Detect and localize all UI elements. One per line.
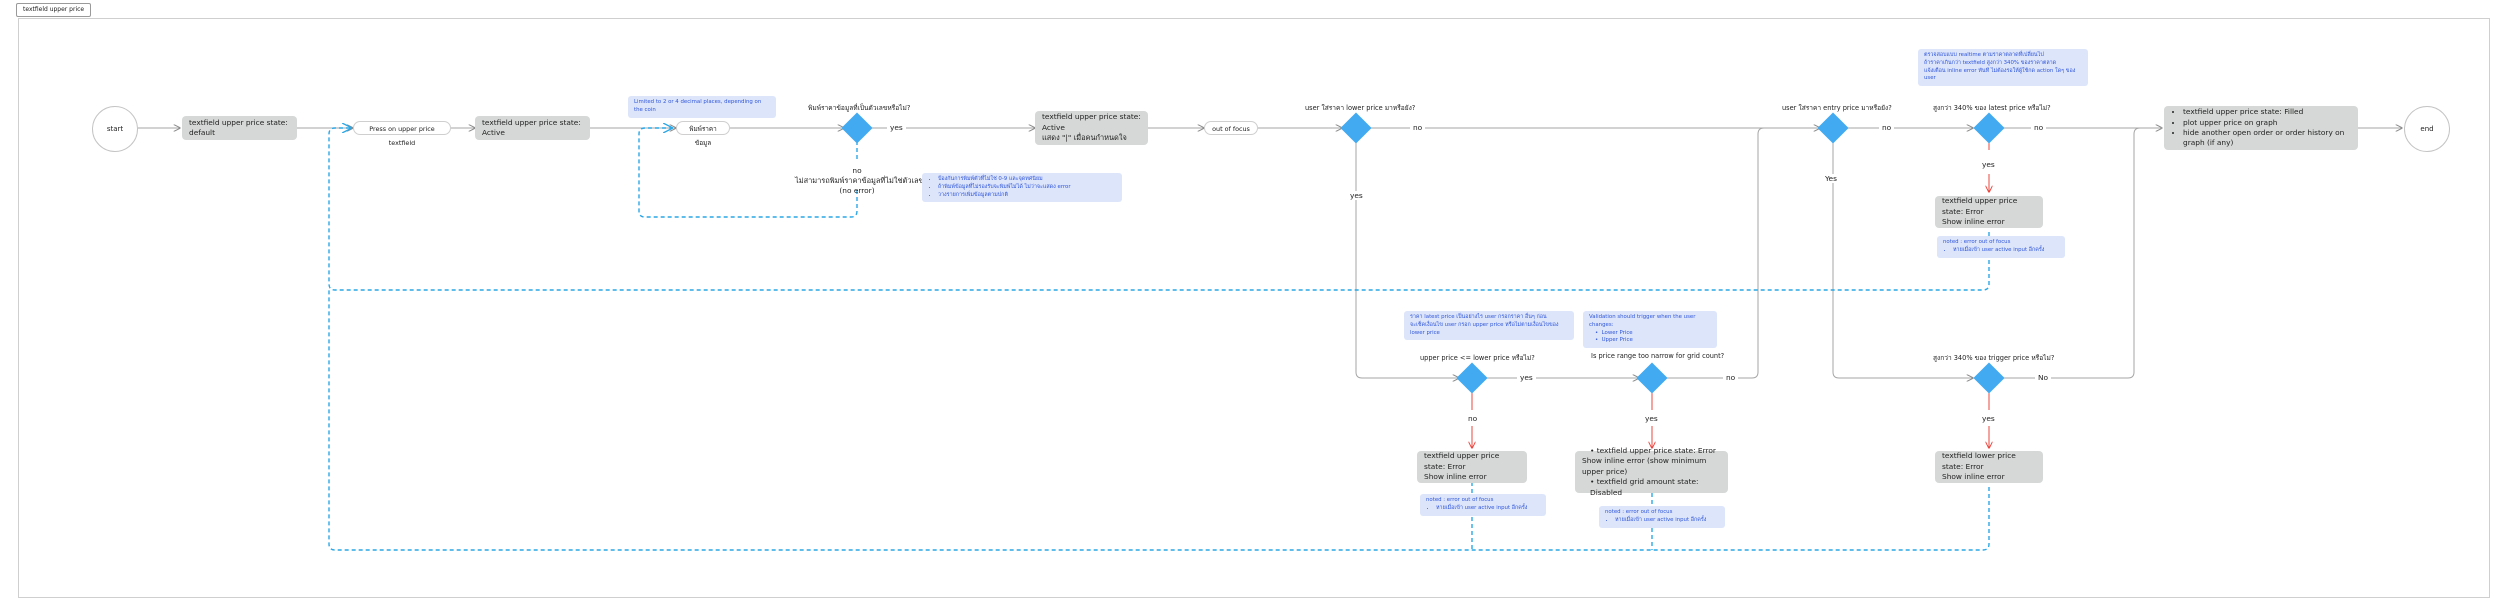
label-d1-no: no ไม่สามารถพิมพ์ราคาข้อมูลที่ไม่ใช่ตัวเ… (795, 166, 933, 196)
label-d3-no: no (1466, 414, 1480, 423)
label-d4-yes: yes (1643, 414, 1660, 423)
loop-no-numeric (638, 128, 858, 218)
label-d5-yes: Yes (1823, 174, 1839, 183)
error-range-box: • textfield upper price state: Error Sho… (1575, 446, 1728, 497)
note-compare-lower: ราคา latest price เป็นอย่างไร user กรอกร… (1404, 311, 1574, 341)
note-error-lower: noted : error out of focus หายเมื่อเข้า … (1420, 494, 1546, 516)
active-cursor-line-1: textfield upper price state: Active (1042, 112, 1141, 132)
label-d7-no: No (2035, 373, 2052, 382)
error-lower-note-title: noted : error out of focus (1426, 497, 1494, 503)
label-d7-yes: yes (1980, 414, 1997, 423)
numeric-rule-3: วางรายการเพิ่มข้อมูลตามปกติ (938, 192, 1116, 200)
label-d2-yes: yes (1348, 191, 1365, 200)
error-range-note-title: noted : error out of focus (1605, 509, 1673, 515)
active-cursor-line-2: แสดง "|" เมื่อคนกำหนดใจ (1042, 133, 1127, 143)
label-d2-no: no (1410, 123, 1426, 132)
note-realtime: ตรวจสอบแบบ realtime ตามราคาตลาดที่เปลี่ย… (1918, 49, 2088, 87)
edge-d7-filled (1999, 127, 2162, 379)
edge-d5-d7 (1832, 141, 1973, 378)
decision-entry-filled (1817, 112, 1849, 144)
press-upper-price-step: Press on upper price textfield (353, 121, 451, 147)
error-latest-line-1: textfield upper price state: Error (1942, 196, 2018, 216)
error-range-line-1: • textfield upper price state: Error (1590, 446, 1716, 456)
note-error-latest: noted : error out of focus หายเมื่อเข้า … (1937, 236, 2065, 258)
error-range-line-3: • textfield grid amount state: Disabled (1590, 477, 1699, 497)
error-trigger-line-2: Show inline error (1942, 472, 2005, 482)
validation-line-2: • Lower Price (1595, 329, 1633, 336)
label-d5-no: no (1879, 123, 1895, 132)
numeric-rule-2: ถ้าพิมพ์ข้อมูลที่ไม่รองรับจะพิมพ์ไม่ได้ … (938, 184, 1116, 192)
label-d6-no: no (2031, 123, 2047, 132)
numeric-rule-1: ป้องกันการพิมพ์ตัวที่ไม่ใช่ 0-9 และจุดทศ… (938, 176, 1116, 184)
decision-numeric (841, 112, 873, 144)
error-trigger-line-1: textfield lower price state: Error (1942, 451, 2016, 471)
realtime-line-1: ตรวจสอบแบบ realtime ตามราคาตลาดที่เปลี่ย… (1924, 52, 2044, 58)
typing-step: พิมพ์ราคาข้อมูล (676, 121, 730, 147)
compare-lower-line-1: ราคา latest price เป็นอย่างไร user กรอกร… (1410, 314, 1547, 320)
error-range-note-item: หายเมื่อเข้า user active input อีกครั้ง (1615, 517, 1719, 525)
compare-lower-line-2: จะเช็คเงื่อนไข user กรอก upper price หรื… (1410, 321, 1559, 328)
realtime-line-3: แจ้งเตือน inline error ทันที ไม่ต้องรอให… (1924, 67, 2076, 82)
error-range-line-2: Show inline error (show minimum upper pr… (1582, 456, 1707, 476)
error-latest-note-item: หายเมื่อเข้า user active input อีกครั้ง (1953, 247, 2059, 255)
decision-lower-filled (1340, 112, 1372, 144)
validation-line-1: Validation should trigger when the user … (1589, 314, 1696, 328)
edge-d2-d3 (1355, 141, 1459, 378)
frame-tab[interactable]: textfield upper price (16, 3, 92, 17)
loop-error-bottom (328, 290, 1990, 551)
note-validation: Validation should trigger when the user … (1583, 311, 1717, 349)
label-d3-yes: yes (1517, 373, 1536, 382)
no-numeric-line-2: ไม่สามารถพิมพ์ราคาข้อมูลที่ไม่ใช่ตัวเลขไ… (795, 175, 933, 185)
filled-item-3: hide another open order or order history… (2183, 128, 2351, 149)
cond-entry-filled-label: user ใส่ราคา entry price มาหรือยัง? (1782, 104, 1892, 112)
state-default-box: textfield upper price state: default (182, 116, 297, 140)
diagram-frame (18, 18, 2490, 598)
decision-range-narrow (1636, 362, 1668, 394)
error-latest-line-2: Show inline error (1942, 217, 2005, 227)
end-node: end (2404, 106, 2450, 152)
cond-range-narrow-label: Is price range too narrow for grid count… (1591, 352, 1725, 360)
cond-latest-340-label: สูงกว่า 340% ของ latest price หรือไม่? (1933, 104, 2051, 112)
error-lower-note-item: หายเมื่อเข้า user active input อีกครั้ง (1436, 505, 1540, 513)
decision-trigger-340 (1973, 362, 2005, 394)
note-numeric-rules: ป้องกันการพิมพ์ตัวที่ไม่ใช่ 0-9 และจุดทศ… (922, 173, 1122, 203)
error-lower-line-1: textfield upper price state: Error (1424, 451, 1500, 471)
out-of-focus-step: out of focus (1204, 121, 1258, 135)
validation-line-3: • Upper Price (1595, 337, 1633, 344)
label-d4-no: no (1723, 373, 1739, 382)
loop-error-latest (328, 128, 1990, 291)
decision-latest-340 (1973, 112, 2005, 144)
label-d6-yes: yes (1980, 160, 1997, 169)
decision-upper-vs-lower (1456, 362, 1488, 394)
error-lower-line-2: Show inline error (1424, 472, 1487, 482)
cond-lower-filled-label: user ใส่ราคา lower price มาหรือยัง? (1305, 104, 1416, 112)
state-filled-box: textfield upper price state: Filled plot… (2164, 106, 2358, 150)
cond-trigger-340-label: สูงกว่า 340% ของ trigger price หรือไม่? (1933, 354, 2055, 362)
filled-item-1: textfield upper price state: Filled (2183, 107, 2351, 117)
note-error-range: noted : error out of focus หายเมื่อเข้า … (1599, 506, 1725, 528)
note-decimals: Limited to 2 or 4 decimal places, depend… (628, 96, 776, 118)
state-active-box: textfield upper price state: Active (475, 116, 590, 140)
label-d1-yes: yes (887, 123, 906, 132)
no-numeric-line-3: (no error) (839, 185, 875, 195)
start-node: start (92, 106, 138, 152)
cond-numeric-label: พิมพ์ราคาข้อมูลที่เป็นตัวเลขหรือไม่? (808, 104, 911, 112)
error-latest-note-title: noted : error out of focus (1943, 239, 2011, 245)
realtime-line-2: ถ้าราคาเกินกว่า textfield สูงกว่า 340% ข… (1924, 59, 2057, 66)
no-numeric-line-1: no (852, 166, 862, 175)
filled-item-2: plot upper price on graph (2183, 118, 2351, 128)
cond-upper-vs-lower-label: upper price <= lower price หรือไม่? (1420, 354, 1535, 362)
compare-lower-line-3: lower price (1410, 329, 1440, 336)
edge-d4-d5 (1665, 127, 1822, 379)
